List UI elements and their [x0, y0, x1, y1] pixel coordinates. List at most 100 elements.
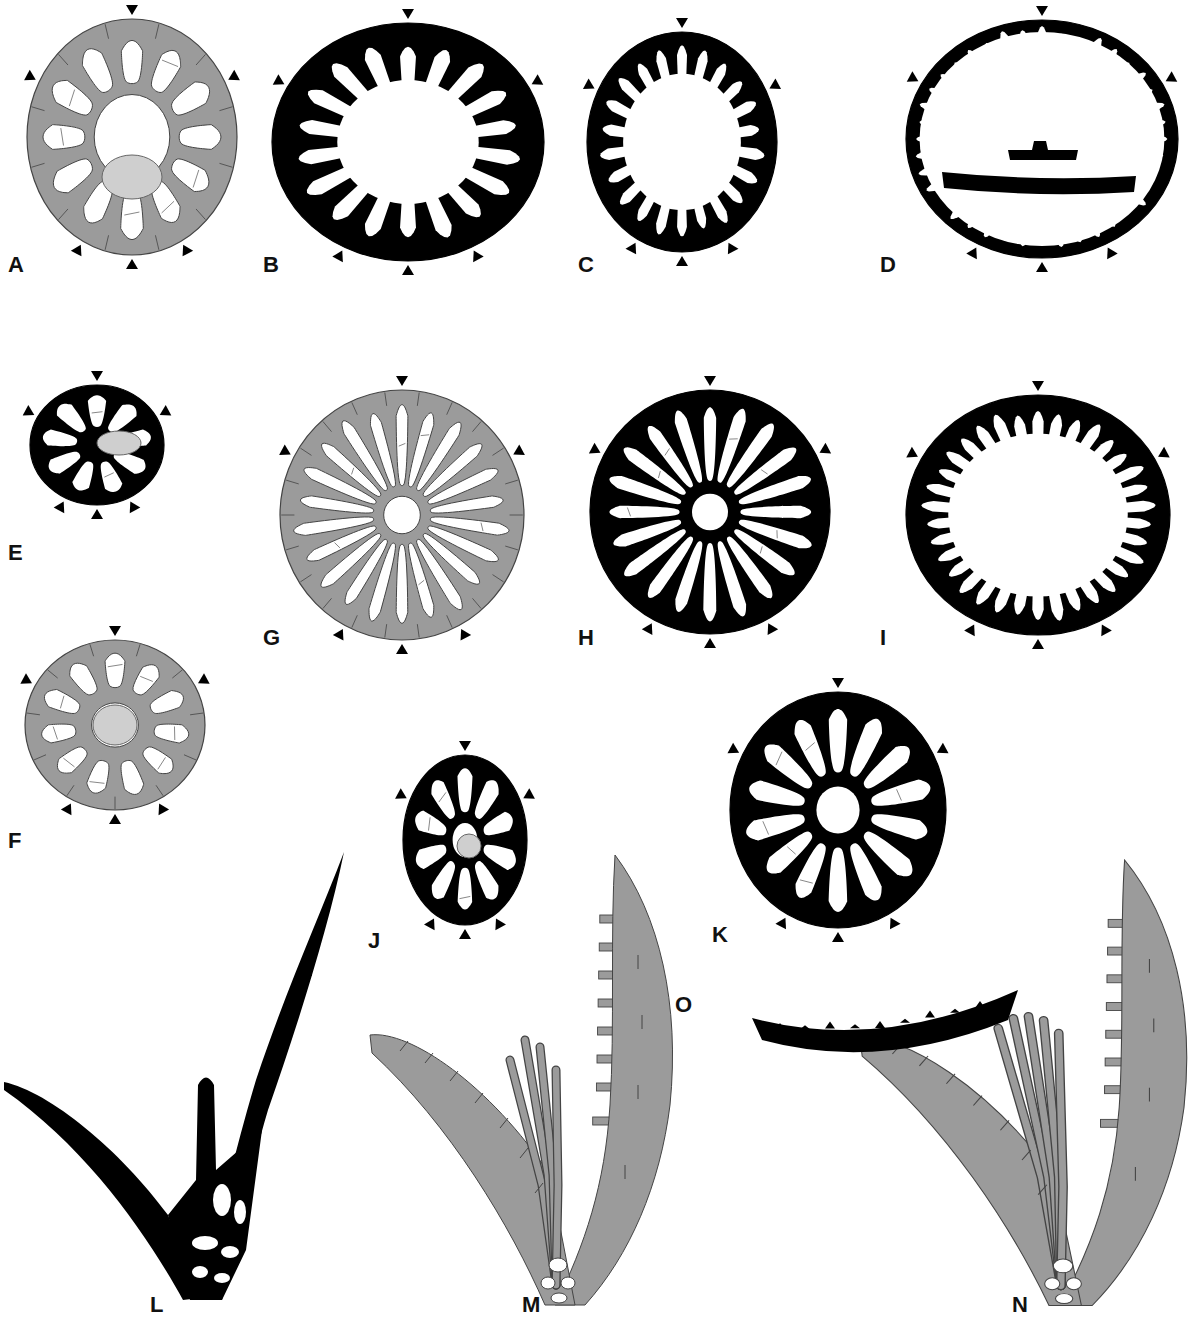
interseptal-chamber — [415, 811, 446, 836]
dissepiment-line — [638, 955, 639, 969]
interseptal-chamber — [87, 760, 109, 793]
dissepiment-line — [63, 758, 74, 767]
orientation-marker — [61, 804, 72, 816]
interseptal-chamber — [430, 496, 503, 513]
septal-tooth — [925, 1011, 935, 1018]
dissepiment-line — [520, 1148, 528, 1158]
septum-midline — [34, 755, 46, 760]
chamber-void — [221, 1246, 239, 1258]
orientation-marker — [589, 443, 601, 454]
interseptal-chamber — [944, 191, 957, 202]
dissepiment-line — [425, 1053, 433, 1063]
orientation-marker — [676, 18, 688, 28]
orientation-marker — [23, 405, 35, 416]
orientation-marker — [333, 629, 344, 641]
interseptal-chamber — [308, 90, 356, 119]
interseptal-chamber — [179, 125, 221, 150]
septum-midline — [286, 546, 299, 550]
dissepiment-line — [729, 438, 738, 439]
interseptal-chamber — [1102, 214, 1116, 227]
chamber-void — [192, 1266, 208, 1278]
corallite-section — [906, 6, 1178, 272]
dissepiment-line — [459, 896, 470, 898]
interseptal-chamber — [1032, 411, 1043, 442]
septum-midline — [115, 797, 116, 810]
interseptal-chamber — [400, 47, 416, 87]
dissepiment-line — [638, 1085, 639, 1099]
interseptal-chamber — [400, 197, 416, 237]
dissepiment-line — [1149, 959, 1150, 973]
interseptal-chamber — [728, 163, 757, 183]
septum-midline — [323, 421, 332, 431]
septum-midline — [155, 24, 158, 39]
dissepiment-line — [439, 792, 446, 802]
septum-midline — [352, 615, 357, 627]
interseptal-chamber — [1145, 103, 1165, 115]
orientation-marker — [473, 251, 484, 263]
interseptal-chamber — [1048, 586, 1064, 621]
interseptal-chamber — [606, 100, 635, 121]
dissepiment-line — [658, 471, 660, 478]
interseptal-chamber — [704, 543, 717, 621]
dissepiment-line — [450, 1071, 458, 1081]
interseptal-chamber — [916, 149, 935, 160]
dissepiment-line — [1153, 1018, 1154, 1032]
corallite-section — [24, 5, 240, 269]
interseptal-chamber — [1115, 203, 1128, 214]
interseptal-chamber — [1087, 38, 1102, 56]
septum-midline — [472, 421, 481, 431]
interseptal-chamber — [300, 120, 347, 138]
orientation-marker — [495, 919, 506, 931]
orientation-marker — [583, 78, 595, 89]
orientation-marker — [769, 78, 781, 89]
orientation-marker — [1036, 262, 1048, 272]
interseptal-chamber — [172, 159, 209, 192]
septum-midline — [417, 393, 419, 406]
interseptal-chamber — [53, 159, 92, 193]
wall-section — [4, 1082, 200, 1300]
interseptal-chamber — [1108, 466, 1144, 486]
orientation-marker — [937, 743, 949, 754]
corallite-wall — [403, 755, 527, 925]
interseptal-chamber — [1062, 582, 1080, 611]
interseptal-chamber — [1137, 89, 1152, 100]
interseptal-chamber — [1102, 49, 1118, 64]
dissepiment-line — [104, 473, 113, 477]
orientation-marker — [273, 74, 285, 85]
interseptal-chamber — [1137, 178, 1150, 188]
interseptal-chamber — [1115, 63, 1129, 75]
dissepiment-line — [162, 60, 178, 67]
interseptal-chamber — [871, 814, 927, 839]
corallite-wall — [587, 32, 777, 252]
interseptal-chamber — [458, 868, 473, 910]
chamber-void — [561, 1277, 575, 1289]
orientation-marker — [130, 502, 141, 514]
interseptal-chamber — [1114, 485, 1147, 500]
panel-letter: O — [675, 992, 692, 1018]
interseptal-chamber — [307, 165, 356, 195]
dissepiment-line — [1000, 1120, 1009, 1130]
interseptal-chamber — [850, 843, 882, 900]
interseptal-chamber — [57, 404, 86, 432]
septum-midline — [190, 713, 203, 715]
interseptal-chamber — [432, 861, 455, 899]
septum-midline — [286, 480, 299, 484]
interseptal-chamber — [739, 476, 811, 504]
interseptal-chamber — [1114, 530, 1147, 545]
septum-midline — [510, 515, 523, 516]
interseptal-chamber — [1070, 229, 1082, 242]
septum-midline — [90, 644, 94, 656]
interseptal-chamber — [984, 222, 998, 237]
interseptal-chamber — [719, 178, 742, 203]
dissepiment-line — [60, 696, 64, 709]
interseptal-chamber — [299, 146, 347, 164]
interseptal-chamber — [484, 845, 516, 870]
interseptal-chamber — [332, 181, 371, 220]
orientation-marker — [832, 678, 844, 688]
corallite-section — [583, 18, 781, 266]
panel-letter: G — [263, 625, 280, 651]
interseptal-chamber — [613, 520, 681, 547]
panel-letter: K — [712, 922, 728, 948]
septal-tooth — [850, 1024, 860, 1028]
interseptal-chamber — [72, 462, 93, 491]
